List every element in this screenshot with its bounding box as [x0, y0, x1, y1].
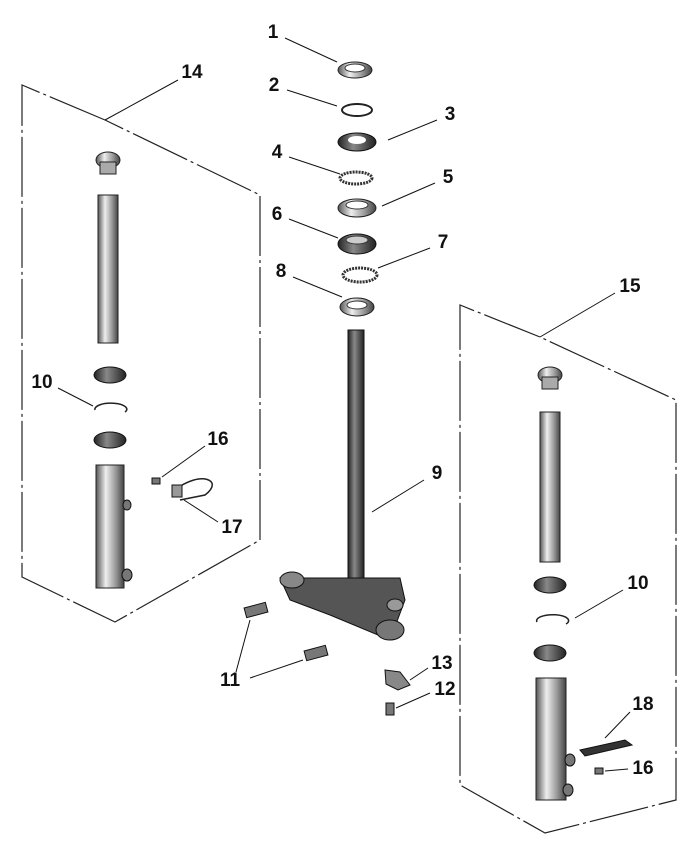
callout-9: 9 [431, 463, 443, 484]
stem-bearing-stack [337, 61, 379, 317]
callout-13: 13 [431, 653, 453, 674]
callout-2: 2 [268, 75, 280, 96]
right-fork [533, 366, 634, 801]
callout-17: 17 [221, 517, 243, 538]
callout-15: 15 [619, 276, 641, 297]
callout-1: 1 [267, 22, 279, 43]
bolts [243, 601, 411, 716]
callout-16-left: 16 [207, 429, 229, 450]
callout-6: 6 [271, 204, 283, 225]
right-fork-box [459, 304, 677, 834]
steering-stem [279, 329, 406, 641]
callout-7: 7 [437, 232, 449, 253]
leader-lines [57, 37, 631, 772]
callout-8: 8 [275, 261, 287, 282]
callout-10-left: 10 [31, 372, 53, 393]
callout-11: 11 [219, 670, 241, 691]
callout-5: 5 [442, 167, 454, 188]
left-fork [93, 151, 213, 589]
callout-3: 3 [444, 104, 456, 125]
callout-14: 14 [181, 62, 203, 83]
callout-10-right: 10 [627, 573, 649, 594]
callout-16-right: 16 [632, 758, 654, 779]
callout-18: 18 [632, 694, 654, 715]
callout-12: 12 [434, 679, 456, 700]
callout-4: 4 [271, 142, 283, 163]
left-fork-box [21, 84, 261, 623]
